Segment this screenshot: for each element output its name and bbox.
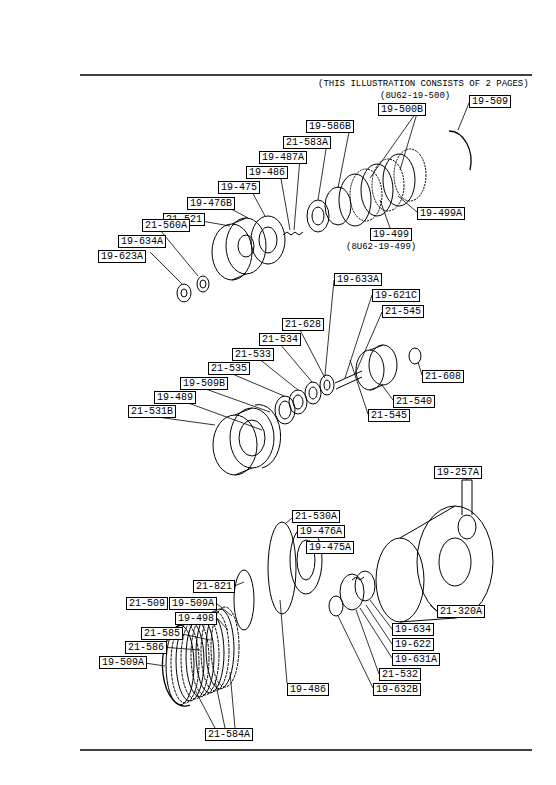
callout-number: 19-486 [287,683,329,696]
callout-number: 19-499A [417,207,465,220]
callout-number: 21-533 [232,348,274,361]
callout-number: 19-634A [118,235,166,248]
callout-number: 19-498 [175,612,217,625]
callout-number: 21-530A [292,510,340,523]
callout-number: 19-509A [99,656,147,669]
callout-number: 19-487A [259,151,307,164]
callout-number: 19-634 [392,623,434,636]
callout-number: 21-531B [128,405,176,418]
note-text: (8U62-19-499) [346,242,416,253]
callout-number: 21-509 [126,597,168,610]
callout-number: 21-545 [382,305,424,318]
callout-number: 19-633A [334,273,382,286]
callout-number: 21-532 [379,668,421,681]
callout-number: 19-500B [378,103,426,116]
callout-number: 19-631A [392,653,440,666]
callout-number: 19-476A [297,525,345,538]
callout-number: 21-534 [259,333,301,346]
callout-number: 19-257A [434,466,482,479]
callout-number: 21-545 [368,409,410,422]
callout-number: 19-623A [98,250,146,263]
callout-number: 19-476B [187,197,235,210]
callout-number: 19-509 [469,95,511,108]
callout-number: 21-320A [437,605,485,618]
callout-number: 21-584A [205,728,253,741]
callout-number: 21-540 [393,395,435,408]
callout-number: 19-475 [218,181,260,194]
callout-number: 21-583A [283,136,331,149]
note-text: (8U62-19-500) [380,91,450,102]
callout-number: 19-586B [306,120,354,133]
callout-number: 19-632B [373,683,421,696]
callout-number: 21-628 [282,318,324,331]
note-text: (THIS ILLUSTRATION CONSISTS OF 2 PAGES) [318,79,529,90]
callout-number: 19-621C [372,289,420,302]
callout-number: 21-535 [208,362,250,375]
callout-number: 19-489 [154,391,196,404]
callout-number: 21-585 [141,627,183,640]
callout-number: 21-560A [142,219,190,232]
callout-number: 19-486 [246,166,288,179]
callout-number: 19-475A [306,541,354,554]
callout-number: 21-586 [125,641,167,654]
callout-number: 19-509B [180,377,228,390]
callout-number: 21-608 [422,370,464,383]
callout-number: 19-499 [370,228,412,241]
callout-number: 21-821 [193,580,235,593]
callout-number: 19-509A [169,597,217,610]
callout-number: 19-622 [392,638,434,651]
